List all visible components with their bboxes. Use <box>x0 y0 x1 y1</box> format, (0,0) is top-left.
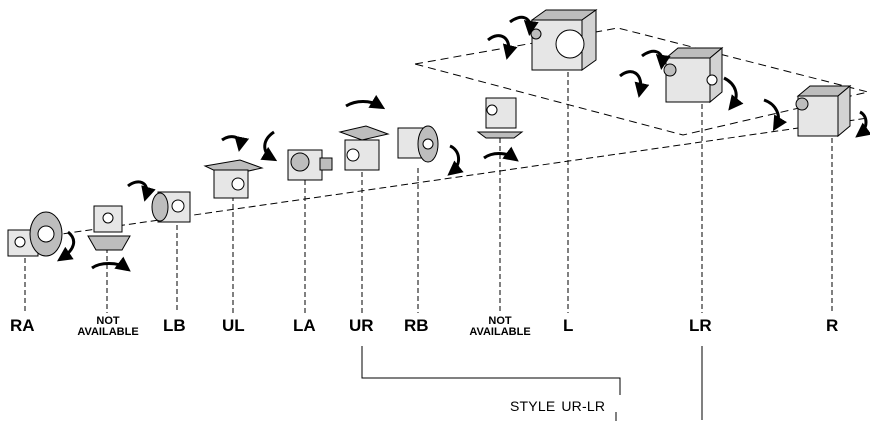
rotation-arrow-icon <box>855 110 870 138</box>
gear-reducer-icon <box>397 125 439 163</box>
gear-reducer-icon <box>151 191 191 223</box>
rotation-arrow-icon <box>345 94 386 110</box>
position-label-ra: RA <box>10 316 35 335</box>
rotation-arrow-icon <box>57 230 76 262</box>
rotation-arrow-icon <box>127 180 156 202</box>
style-callout: STYLE UR-LR <box>510 398 605 414</box>
rotation-arrow-icon <box>483 146 519 162</box>
rotation-arrow-icon <box>509 15 539 36</box>
rotation-arrows <box>57 15 870 272</box>
rotation-arrow-icon <box>260 130 278 162</box>
rotation-arrow-icon <box>641 49 671 70</box>
gear-reducer-icon <box>530 9 598 71</box>
main-axis-line <box>19 117 869 241</box>
rotation-arrow-icon <box>619 70 650 98</box>
leader-lines <box>24 64 833 313</box>
position-label-lb: LB <box>163 316 186 335</box>
position-label-ur: UR <box>349 316 374 335</box>
style-value: UR-LR <box>561 398 606 414</box>
rotation-arrow-icon <box>91 256 131 272</box>
rotation-arrow-icon <box>763 98 788 132</box>
gear-reducer-icon <box>663 46 724 104</box>
rotation-arrow-icon <box>487 34 518 60</box>
gear-reducer-icon <box>476 97 524 139</box>
gear-reducer-icon <box>287 149 333 181</box>
style-prefix: STYLE <box>510 398 556 414</box>
rotation-arrow-icon <box>221 135 250 152</box>
position-label-lr: LR <box>689 316 712 335</box>
gear-reducer-icon <box>795 84 852 138</box>
position-label-la: LA <box>293 316 316 335</box>
position-label-rb: RB <box>404 316 429 335</box>
rotation-arrow-icon <box>723 76 744 111</box>
position-label-not-available-2: NOT AVAILABLE <box>469 315 531 338</box>
position-label-l: L <box>563 316 574 335</box>
position-label-not-available-1: NOT AVAILABLE <box>77 315 139 338</box>
callout-lines <box>361 346 703 421</box>
rotation-arrow-icon <box>447 144 464 176</box>
position-label-ul: UL <box>222 316 245 335</box>
gear-reducer-icon <box>87 205 131 251</box>
gear-reducer-icon <box>203 159 264 199</box>
gear-reducer-icon <box>338 125 390 171</box>
gear-reducer-icon <box>7 211 63 257</box>
position-label-r: R <box>826 316 839 335</box>
